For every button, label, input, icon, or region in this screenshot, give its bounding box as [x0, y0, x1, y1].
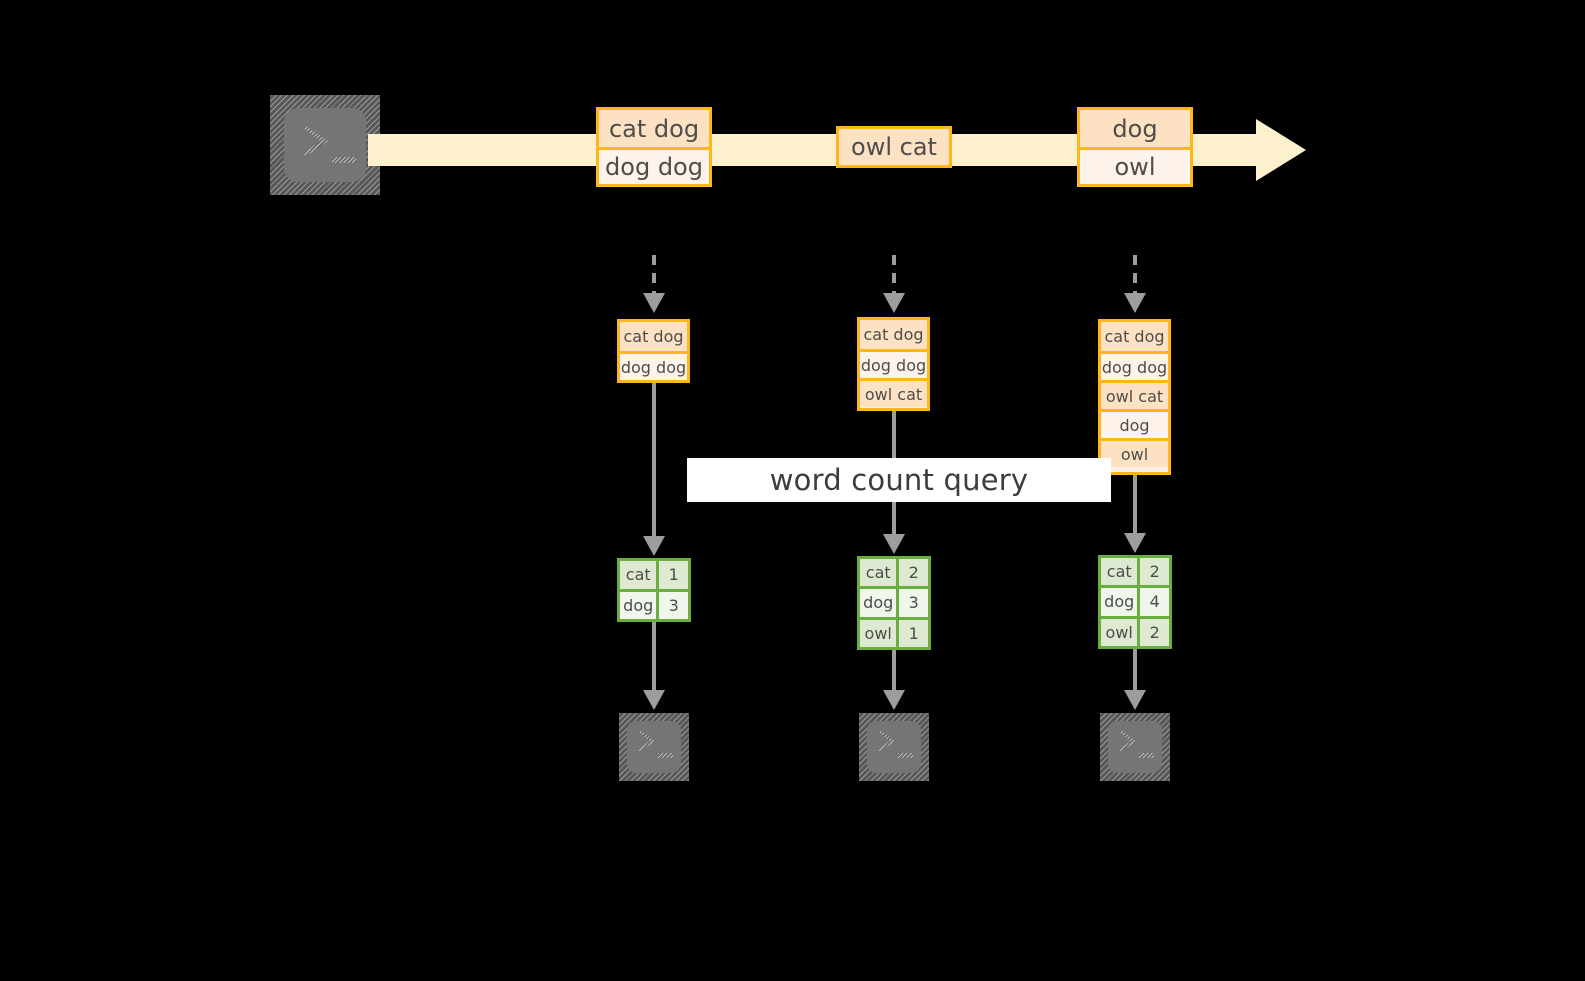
stream-batch-2-line-1: owl cat [839, 129, 949, 165]
table-row: owl 1 [860, 616, 928, 647]
result-word: cat [860, 559, 900, 587]
result-count: 3 [659, 591, 688, 619]
result-count: 3 [899, 589, 928, 617]
snapshot-3-query-arrowhead-icon [1124, 533, 1146, 553]
snapshot-3-input-line-2: dog dog [1101, 351, 1168, 380]
snapshot-3-sink-line [1133, 649, 1137, 702]
snapshot-1-input-line-2: dog dog [620, 351, 687, 380]
stream-batch-1[interactable]: cat dog dog dog [596, 107, 712, 187]
terminal-cursor-underscore-icon [898, 753, 913, 758]
result-count: 4 [1140, 588, 1169, 616]
stream-batch-2[interactable]: owl cat [836, 126, 952, 168]
stream-batch-1-line-2: dog dog [599, 147, 709, 184]
result-word: cat [620, 561, 660, 589]
terminal-icon-body [867, 721, 921, 773]
snapshot-1-sink-terminal-icon [619, 713, 689, 781]
snapshot-1-sink-line [652, 622, 656, 702]
snapshot-1-input-line-1: cat dog [620, 322, 687, 351]
snapshot-3-result-table[interactable]: cat 2 dog 4 owl 2 [1098, 555, 1172, 649]
result-word: cat [1101, 558, 1141, 586]
snapshot-1-sink-arrowhead-icon [643, 690, 665, 710]
result-word: dog [620, 591, 660, 619]
table-row: dog 4 [1101, 585, 1169, 616]
snapshot-3-input-line-1: cat dog [1101, 322, 1168, 351]
snapshot-2-input-line-2: dog dog [860, 349, 927, 378]
snapshot-3-query-line [1133, 475, 1137, 547]
snapshot-1-input-table[interactable]: cat dog dog dog [617, 319, 690, 383]
terminal-cursor-underscore-icon [332, 157, 356, 163]
snapshot-2-input-line-1: cat dog [860, 320, 927, 349]
snapshot-1-trigger-line [652, 255, 656, 297]
result-word: owl [1101, 618, 1141, 646]
snapshot-1-result-table[interactable]: cat 1 dog 3 [617, 558, 691, 622]
snapshot-2-sink-line [892, 650, 896, 702]
snapshot-2-query-arrowhead-icon [883, 534, 905, 554]
terminal-icon-body [284, 108, 366, 182]
word-count-query-label: word count query [687, 458, 1111, 502]
source-terminal-icon [270, 95, 380, 195]
result-count: 2 [899, 559, 928, 587]
table-row: dog 3 [620, 588, 688, 619]
stream-batch-1-line-1: cat dog [599, 110, 709, 147]
snapshot-2-trigger-line [892, 255, 896, 297]
snapshot-2-input-table[interactable]: cat dog dog dog owl cat [857, 317, 930, 411]
stream-arrow-head-icon [1256, 119, 1306, 181]
result-count: 2 [1140, 618, 1169, 646]
snapshot-1-query-arrowhead-icon [643, 536, 665, 556]
snapshot-3-trigger-arrowhead-icon [1124, 293, 1146, 313]
snapshot-3-input-line-5: owl [1101, 438, 1168, 467]
table-row: cat 1 [620, 561, 688, 589]
table-row: cat 2 [860, 559, 928, 587]
snapshot-3-input-line-4: dog [1101, 409, 1168, 438]
snapshot-2-sink-arrowhead-icon [883, 690, 905, 710]
result-word: dog [1101, 588, 1141, 616]
snapshot-2-input-line-3: owl cat [860, 378, 927, 407]
snapshot-1-trigger-arrowhead-icon [643, 293, 665, 313]
stream-batch-3-line-2: owl [1080, 147, 1190, 184]
snapshot-3-input-line-3: owl cat [1101, 380, 1168, 409]
table-row: dog 3 [860, 586, 928, 617]
snapshot-2-result-table[interactable]: cat 2 dog 3 owl 1 [857, 556, 931, 650]
terminal-cursor-underscore-icon [1139, 753, 1154, 758]
snapshot-3-sink-arrowhead-icon [1124, 690, 1146, 710]
snapshot-3-input-table[interactable]: cat dog dog dog owl cat dog owl [1098, 319, 1171, 475]
snapshot-2-sink-terminal-icon [859, 713, 929, 781]
snapshot-1-query-line [652, 383, 656, 548]
stream-batch-3-line-1: dog [1080, 110, 1190, 147]
terminal-icon-body [627, 721, 681, 773]
table-row: cat 2 [1101, 558, 1169, 586]
result-count: 2 [1140, 558, 1169, 586]
snapshot-2-trigger-arrowhead-icon [883, 293, 905, 313]
terminal-icon-body [1108, 721, 1162, 773]
result-count: 1 [659, 561, 688, 589]
stream-batch-3[interactable]: dog owl [1077, 107, 1193, 187]
result-count: 1 [899, 619, 928, 647]
snapshot-3-trigger-line [1133, 255, 1137, 297]
table-row: owl 2 [1101, 615, 1169, 646]
result-word: owl [860, 619, 900, 647]
terminal-cursor-underscore-icon [658, 753, 673, 758]
snapshot-3-sink-terminal-icon [1100, 713, 1170, 781]
result-word: dog [860, 589, 900, 617]
